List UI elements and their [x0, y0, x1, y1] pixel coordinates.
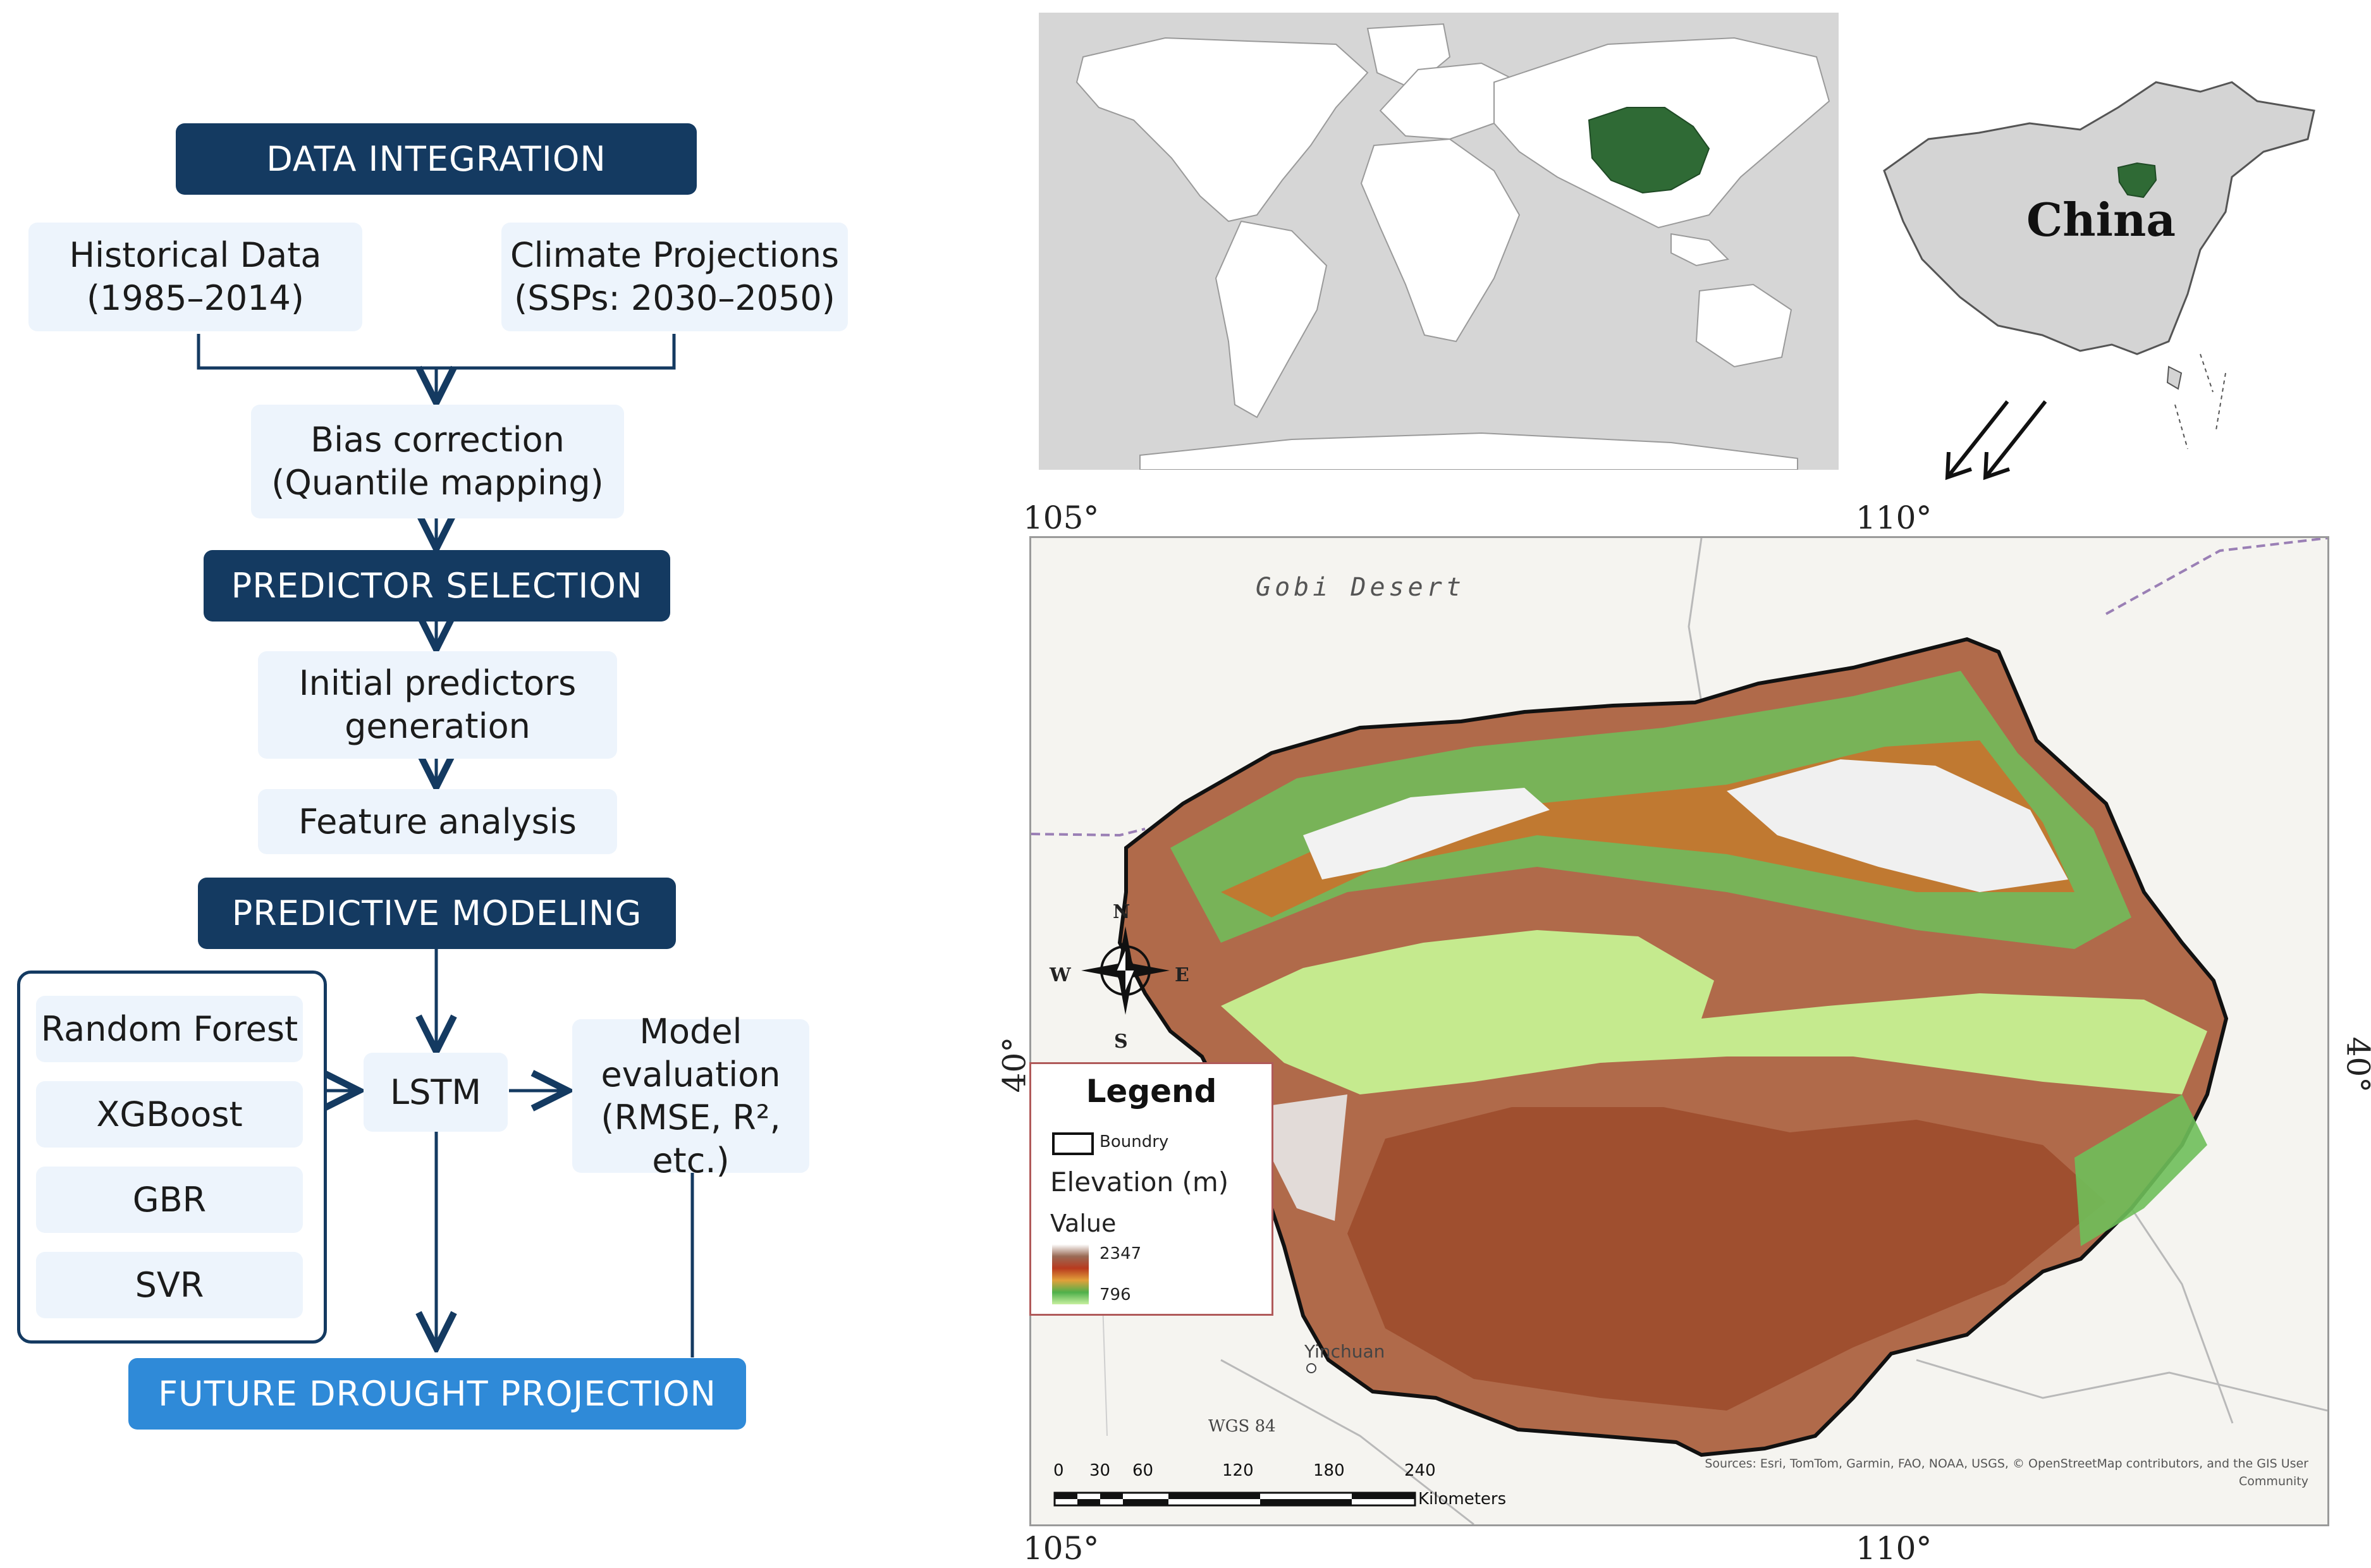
elevation-map-frame: Gobi Desert Yinchuan WGS 84 Sources: Esr…: [1029, 536, 2329, 1526]
model-random-forest: Random Forest: [36, 996, 303, 1062]
model-gbr: GBR: [36, 1167, 303, 1233]
data-integration-header: DATA INTEGRATION: [176, 123, 697, 195]
predictive-modeling-header: PREDICTIVE MODELING: [198, 878, 676, 949]
china-inset-map: [1872, 76, 2333, 455]
scale-unit: Kilometers: [1418, 1490, 1507, 1509]
world-locator-map: [1039, 13, 1839, 470]
datum-label: WGS 84: [1208, 1417, 1276, 1436]
scale-tick-120: 120: [1222, 1461, 1254, 1480]
china-label: China: [2026, 193, 2176, 247]
legend-boundary-label: Boundry: [1100, 1132, 1169, 1151]
climate-projections-box: Climate Projections (SSPs: 2030–2050): [501, 223, 848, 331]
flowchart-connectors: [197, 334, 694, 1357]
compass-e: E: [1175, 964, 1189, 986]
compass-n: N: [1113, 901, 1130, 923]
scale-tick-60: 60: [1132, 1461, 1154, 1480]
pointer-arrows: [1945, 400, 2047, 481]
lon-label-bottom-right: 110°: [1856, 1530, 1932, 1567]
legend-value-label: Value: [1050, 1210, 1117, 1237]
future-drought-projection-header: FUTURE DROUGHT PROJECTION: [128, 1358, 746, 1430]
lstm-box: LSTM: [364, 1053, 508, 1132]
lat-label-left: 40°: [996, 1036, 1033, 1093]
map-legend: Legend Boundry Elevation (m) Value 2347 …: [1029, 1062, 1273, 1316]
map-sources-credit: Sources: Esri, TomTom, Garmin, FAO, NOAA…: [1670, 1455, 2308, 1490]
scale-tick-240: 240: [1404, 1461, 1436, 1480]
study-area-inset: [2117, 162, 2157, 199]
legend-boundary-swatch: [1052, 1132, 1094, 1155]
legend-max-value: 2347: [1100, 1244, 1142, 1263]
legend-elevation-label: Elevation (m): [1050, 1167, 1229, 1197]
model-evaluation-box: Model evaluation (RMSE, R², etc.): [572, 1012, 809, 1180]
lon-label-bottom-left: 105°: [1023, 1530, 1100, 1567]
bias-correction-box: Bias correction (Quantile mapping): [251, 405, 624, 518]
initial-predictors-box: Initial predictors generation: [258, 651, 617, 759]
yinchuan-marker: [1306, 1363, 1316, 1373]
legend-elevation-ramp: [1052, 1244, 1089, 1304]
lat-label-right: 40°: [2339, 1036, 2371, 1093]
compass-s: S: [1114, 1031, 1128, 1053]
compass-w: W: [1050, 964, 1071, 986]
predictor-selection-header: PREDICTOR SELECTION: [204, 550, 670, 622]
legend-title: Legend: [1086, 1073, 1217, 1110]
model-xgboost: XGBoost: [36, 1081, 303, 1148]
legend-min-value: 796: [1100, 1285, 1131, 1304]
lon-label-top-left: 105°: [1023, 499, 1100, 536]
lon-label-top-right: 110°: [1856, 499, 1932, 536]
china-highlight-world: [1588, 107, 1710, 194]
sources-line-2: Community: [2239, 1474, 2308, 1488]
feature-analysis-box: Feature analysis: [258, 789, 617, 854]
scale-tick-30: 30: [1089, 1461, 1111, 1480]
model-svr: SVR: [36, 1252, 303, 1318]
scale-tick-180: 180: [1313, 1461, 1345, 1480]
north-arrow-compass-icon: [1081, 926, 1170, 1015]
sources-line-1: Sources: Esri, TomTom, Garmin, FAO, NOAA…: [1705, 1457, 2308, 1471]
scale-bar: [1053, 1491, 1416, 1507]
scale-tick-0: 0: [1053, 1461, 1064, 1480]
gobi-desert-label: Gobi Desert: [1256, 573, 1465, 602]
yinchuan-label: Yinchuan: [1304, 1341, 1385, 1362]
historical-data-box: Historical Data (1985–2014): [28, 223, 362, 331]
